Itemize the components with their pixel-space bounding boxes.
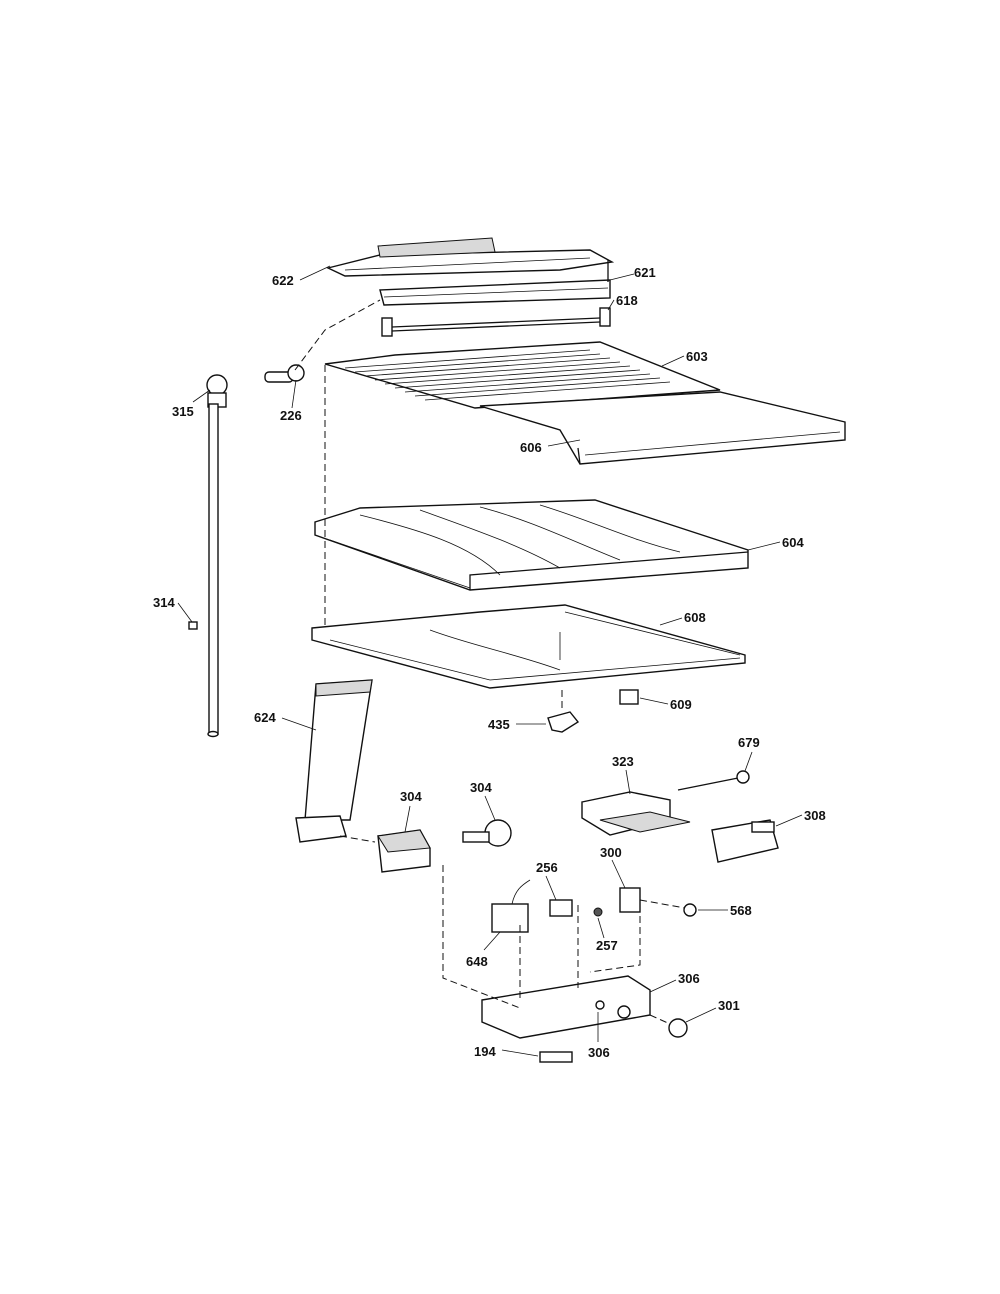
part-labels: 622 621 618 603 226 315 606 604 314 608 … bbox=[153, 265, 826, 1060]
part-648-timer bbox=[491, 879, 531, 933]
label-606: 606 bbox=[520, 440, 542, 455]
label-603: 603 bbox=[686, 349, 708, 364]
part-609-clip bbox=[619, 689, 639, 705]
part-194-grille bbox=[539, 1051, 573, 1063]
label-301: 301 bbox=[718, 998, 740, 1013]
part-304-fan bbox=[462, 819, 512, 847]
label-256: 256 bbox=[536, 860, 558, 875]
label-608: 608 bbox=[684, 610, 706, 625]
part-621-bracket bbox=[379, 260, 611, 306]
label-621: 621 bbox=[634, 265, 656, 280]
label-679: 679 bbox=[738, 735, 760, 750]
part-306-control-box bbox=[481, 975, 651, 1039]
part-300-relay bbox=[619, 887, 641, 913]
part-435-damper bbox=[547, 711, 580, 733]
part-304-housing bbox=[377, 829, 431, 873]
label-304-a: 304 bbox=[400, 789, 422, 804]
part-622-top-cover bbox=[325, 237, 615, 277]
part-226-knob bbox=[264, 364, 305, 383]
label-257: 257 bbox=[596, 938, 618, 953]
label-315: 315 bbox=[172, 404, 194, 419]
part-315-314-rod bbox=[188, 374, 228, 738]
label-622: 622 bbox=[272, 273, 294, 288]
label-609: 609 bbox=[670, 697, 692, 712]
label-306-a: 306 bbox=[678, 971, 700, 986]
part-679-screw bbox=[677, 770, 750, 791]
part-603-shelf bbox=[324, 341, 846, 465]
part-618-rod bbox=[381, 307, 611, 337]
assembly-lines bbox=[294, 299, 686, 1025]
part-256-switch bbox=[549, 899, 573, 917]
part-604-tray bbox=[314, 499, 749, 591]
label-648: 648 bbox=[466, 954, 488, 969]
label-308: 308 bbox=[804, 808, 826, 823]
leader-lines bbox=[177, 265, 803, 1057]
label-624: 624 bbox=[254, 710, 276, 725]
label-568: 568 bbox=[730, 903, 752, 918]
label-226: 226 bbox=[280, 408, 302, 423]
label-304-b: 304 bbox=[470, 780, 492, 795]
label-194: 194 bbox=[474, 1044, 496, 1059]
part-568-screw bbox=[683, 903, 697, 917]
label-435: 435 bbox=[488, 717, 510, 732]
part-323-bracket bbox=[581, 791, 691, 836]
label-314: 314 bbox=[153, 595, 175, 610]
part-257-screw bbox=[593, 907, 603, 917]
label-306-b: 306 bbox=[588, 1045, 610, 1060]
label-323: 323 bbox=[612, 754, 634, 769]
part-301-knob bbox=[668, 1018, 688, 1038]
label-300: 300 bbox=[600, 845, 622, 860]
part-308-plate bbox=[711, 819, 779, 863]
label-604: 604 bbox=[782, 535, 804, 550]
part-624-duct bbox=[295, 679, 373, 843]
part-608-pan bbox=[311, 604, 746, 689]
label-618: 618 bbox=[616, 293, 638, 308]
